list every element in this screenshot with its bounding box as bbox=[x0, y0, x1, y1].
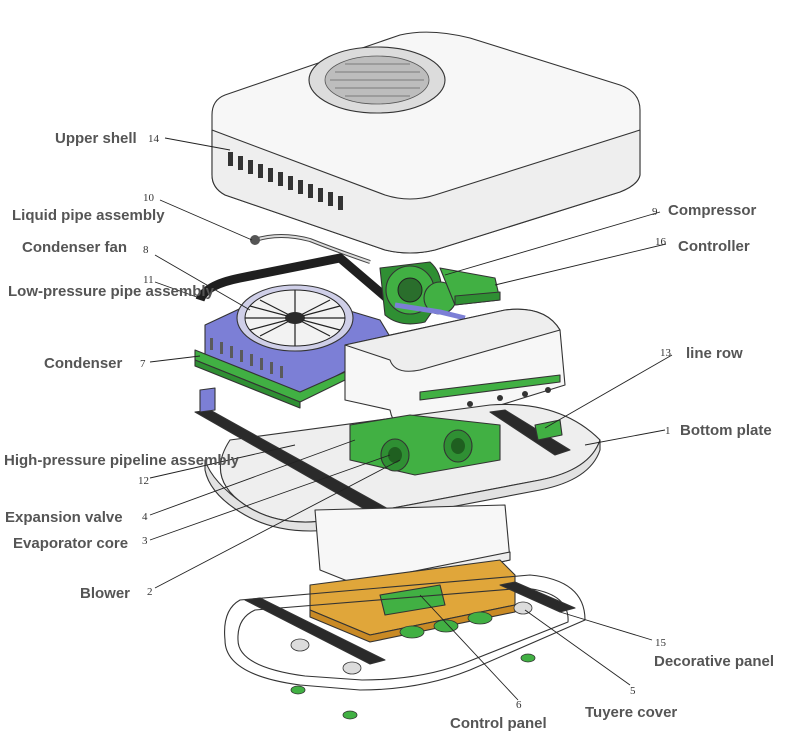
condenser-label: Condenser bbox=[44, 355, 123, 372]
line-row-part bbox=[534, 419, 563, 441]
compressor-part bbox=[379, 261, 457, 325]
condenser-fan-label: Condenser fan bbox=[22, 239, 127, 256]
liquid-pipe-part bbox=[250, 234, 371, 264]
upper-shell-label: Upper shell bbox=[55, 130, 137, 147]
decorative-panel-part bbox=[224, 574, 586, 720]
high-pressure-pipe-number: 12 bbox=[138, 475, 149, 487]
evaporator-core-label: Evaporator core bbox=[13, 535, 128, 552]
control-panel-label: Control panel bbox=[450, 715, 547, 732]
controller-number: 16 bbox=[655, 236, 667, 248]
compressor-number: 9 bbox=[652, 206, 658, 218]
high-pressure-pipe-label: High-pressure pipeline assembly bbox=[4, 452, 240, 469]
low-pressure-pipe-number: 11 bbox=[143, 274, 154, 286]
decorative-panel-number: 15 bbox=[655, 637, 667, 649]
condenser-number: 7 bbox=[140, 358, 146, 370]
controller-label: Controller bbox=[678, 238, 750, 255]
liquid-pipe-number: 10 bbox=[143, 192, 155, 204]
liquid-pipe-label: Liquid pipe assembly bbox=[12, 207, 165, 224]
blower-label: Blower bbox=[80, 585, 130, 602]
upper-shell-number: 14 bbox=[148, 133, 160, 145]
compressor-label: Compressor bbox=[668, 202, 757, 219]
leader-lines bbox=[149, 137, 673, 701]
line-row-label: line row bbox=[686, 345, 743, 362]
low-pressure-pipe-label: Low-pressure pipe assembly bbox=[8, 283, 215, 300]
blower-number: 2 bbox=[147, 586, 153, 598]
controller-part bbox=[439, 267, 501, 306]
line-row-number: 13 bbox=[660, 347, 672, 359]
upper-shell-part bbox=[211, 31, 641, 254]
condenser-fan-part bbox=[236, 284, 354, 352]
control-panel-number: 6 bbox=[516, 699, 522, 711]
evaporator-housing-part bbox=[344, 308, 566, 432]
expansion-valve-label: Expansion valve bbox=[5, 509, 123, 526]
bottom-plate-number: 1 bbox=[665, 425, 671, 437]
blower-part bbox=[349, 414, 501, 476]
evaporator-core-number: 3 bbox=[142, 535, 148, 547]
condenser-fan-number: 8 bbox=[143, 244, 149, 256]
tuyere-cover-label: Tuyere cover bbox=[585, 704, 677, 721]
low-pressure-pipe-part bbox=[195, 253, 398, 309]
bottom-plate-label: Bottom plate bbox=[680, 422, 772, 439]
tuyere-cover-number: 5 bbox=[630, 685, 636, 697]
expansion-valve-number: 4 bbox=[142, 511, 148, 523]
decorative-panel-label: Decorative panel bbox=[654, 653, 774, 670]
